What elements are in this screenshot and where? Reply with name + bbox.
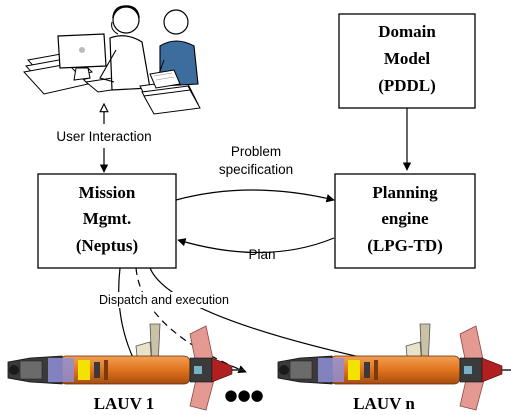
dispatch-label-bg xyxy=(76,292,252,308)
plan-label: Plan xyxy=(248,247,275,262)
planning-engine-box: Planning engine (LPG-TD) xyxy=(334,173,476,269)
mission-mgmt-box: Mission Mgmt. (Neptus) xyxy=(37,173,177,269)
mission-mgmt-line-3: (Neptus) xyxy=(76,236,138,255)
planning-engine-line-1: Planning xyxy=(372,183,438,202)
lauv-1-label: LAUV 1 xyxy=(94,394,155,413)
planning-engine-line-3: (LPG-TD) xyxy=(367,236,443,255)
dispatch-arrow-solid-n xyxy=(149,267,383,365)
domain-model-line-3: (PDDL) xyxy=(378,76,436,95)
dispatch-arrow-dashed xyxy=(135,267,247,374)
operators-illustration xyxy=(23,5,201,115)
lauv-n-label: LAUV n xyxy=(353,394,415,413)
planning-engine-line-2: engine xyxy=(381,209,429,228)
dispatch-arrow-solid-1 xyxy=(118,267,137,365)
user-interaction-label: User Interaction xyxy=(56,129,151,144)
domain-model-box: Domain Model (PDDL) xyxy=(338,13,476,109)
problem-spec-label-line-2: specification xyxy=(219,162,293,177)
domain-model-line-2: Model xyxy=(384,49,431,68)
mission-mgmt-line-2: Mgmt. xyxy=(83,209,132,228)
plan-arrow xyxy=(177,237,335,254)
ellipsis-dots: ●●● xyxy=(224,386,263,404)
dispatch-label: Dispatch and execution xyxy=(99,293,229,307)
problem-spec-label-line-1: Problem xyxy=(231,144,281,159)
mission-mgmt-line-1: Mission xyxy=(79,183,136,202)
domain-model-line-1: Domain xyxy=(378,22,436,41)
problem-spec-arrow xyxy=(175,189,335,203)
